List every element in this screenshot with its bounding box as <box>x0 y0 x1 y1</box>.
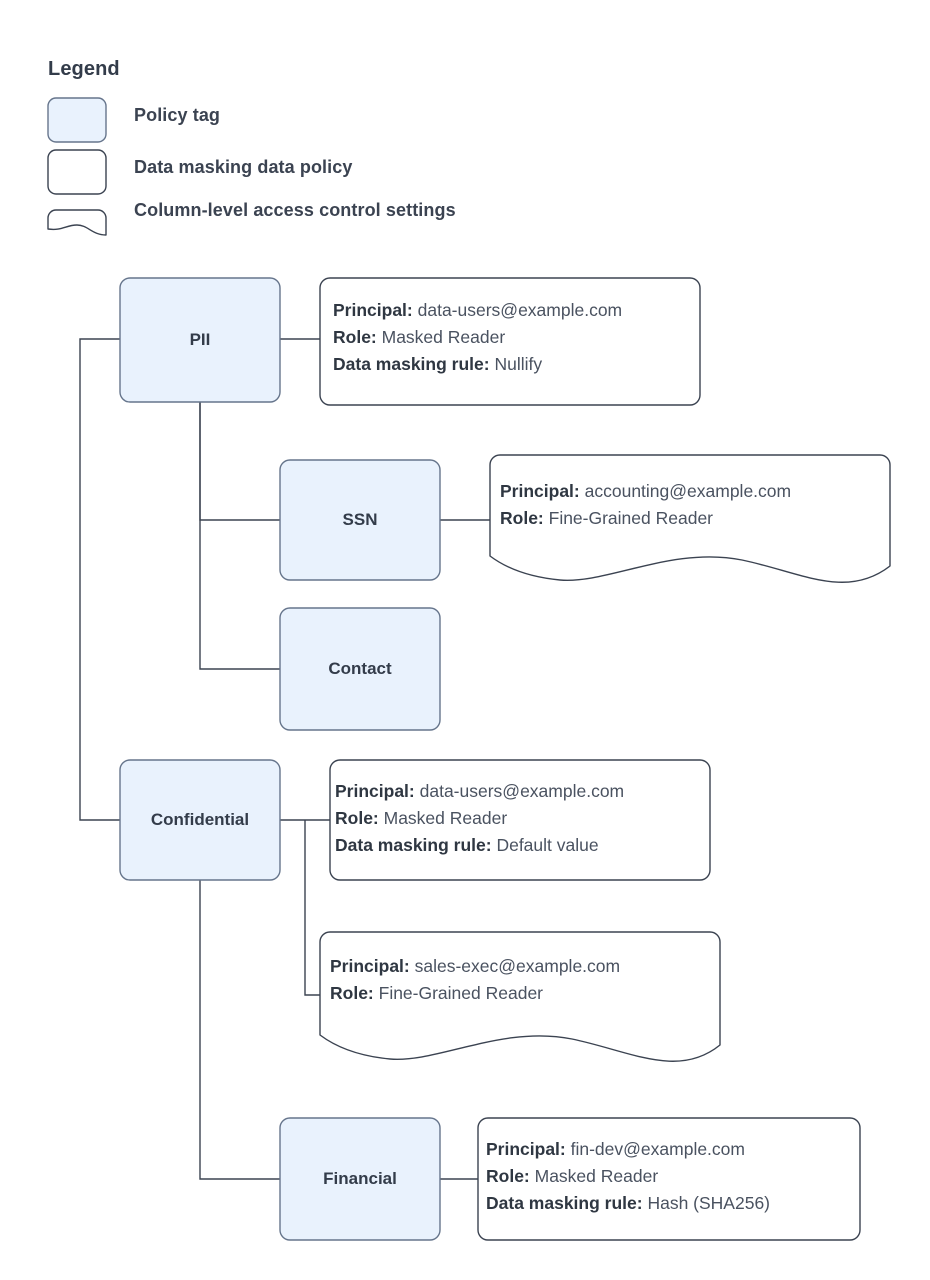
rule-label: Data masking rule: <box>333 354 490 374</box>
policy-line-principal: Principal: accounting@example.com <box>500 478 791 505</box>
policy-tag-swatch <box>47 97 107 143</box>
principal-value: accounting@example.com <box>584 481 792 501</box>
legend-label-column-access-settings: Column-level access control settings <box>134 200 456 220</box>
policy-line-role: Role: Masked Reader <box>335 805 624 832</box>
node-financial[interactable] <box>279 1117 441 1241</box>
node-ssn[interactable] <box>279 459 441 581</box>
principal-value: fin-dev@example.com <box>570 1139 745 1159</box>
role-label: Role: <box>333 327 377 347</box>
policy-text-pii: Principal: data-users@example.com Role: … <box>333 297 622 378</box>
policy-box-financial[interactable] <box>477 1117 861 1241</box>
role-value: Fine-Grained Reader <box>378 983 544 1003</box>
connector-root-to-pii <box>79 338 120 821</box>
role-value: Masked Reader <box>383 808 508 828</box>
role-label: Role: <box>486 1166 530 1186</box>
rule-value: Default value <box>496 835 599 855</box>
role-label: Role: <box>330 983 374 1003</box>
access-box-ssn[interactable] <box>489 454 891 583</box>
connector-pii-to-ssn <box>199 402 280 521</box>
policy-text-financial: Principal: fin-dev@example.com Role: Mas… <box>486 1136 770 1217</box>
principal-label: Principal: <box>335 781 415 801</box>
node-contact[interactable] <box>279 607 441 731</box>
role-label: Role: <box>500 508 544 528</box>
rule-label: Data masking rule: <box>486 1193 643 1213</box>
policy-line-principal: Principal: sales-exec@example.com <box>330 953 620 980</box>
policy-box-pii[interactable] <box>319 277 701 406</box>
role-label: Role: <box>335 808 379 828</box>
rule-label: Data masking rule: <box>335 835 492 855</box>
principal-label: Principal: <box>333 300 413 320</box>
data-masking-policy-swatch <box>47 149 107 195</box>
policy-line-role: Role: Fine-Grained Reader <box>500 505 791 532</box>
policy-line-role: Role: Masked Reader <box>333 324 622 351</box>
policy-line-rule: Data masking rule: Nullify <box>333 351 622 378</box>
principal-label: Principal: <box>330 956 410 976</box>
legend-title: Legend <box>48 58 120 80</box>
principal-value: data-users@example.com <box>419 781 625 801</box>
node-pii[interactable] <box>119 277 281 403</box>
role-value: Masked Reader <box>534 1166 659 1186</box>
role-value: Masked Reader <box>381 327 506 347</box>
connector-confidential-to-access <box>304 820 320 996</box>
policy-line-principal: Principal: data-users@example.com <box>335 778 624 805</box>
legend-label-policy-tag: Policy tag <box>134 105 221 125</box>
principal-label: Principal: <box>500 481 580 501</box>
policy-line-rule: Data masking rule: Hash (SHA256) <box>486 1190 770 1217</box>
legend-label-data-masking-policy: Data masking data policy <box>134 157 353 177</box>
policy-line-role: Role: Masked Reader <box>486 1163 770 1190</box>
policy-line-principal: Principal: data-users@example.com <box>333 297 622 324</box>
connector-pii-to-contact <box>199 402 280 670</box>
connector-confidential-to-financial <box>199 880 280 1180</box>
role-value: Fine-Grained Reader <box>548 508 714 528</box>
column-access-settings-swatch-outline <box>47 209 107 236</box>
principal-label: Principal: <box>486 1139 566 1159</box>
access-box-confidential[interactable] <box>319 931 721 1062</box>
policy-line-principal: Principal: fin-dev@example.com <box>486 1136 770 1163</box>
principal-value: sales-exec@example.com <box>414 956 621 976</box>
policy-line-role: Role: Fine-Grained Reader <box>330 980 620 1007</box>
principal-value: data-users@example.com <box>417 300 623 320</box>
access-text-confidential: Principal: sales-exec@example.com Role: … <box>330 953 620 1007</box>
node-confidential[interactable] <box>119 759 281 881</box>
policy-line-rule: Data masking rule: Default value <box>335 832 624 859</box>
access-text-ssn: Principal: accounting@example.com Role: … <box>500 478 791 532</box>
policy-box-confidential[interactable] <box>329 759 711 881</box>
policy-text-confidential: Principal: data-users@example.com Role: … <box>335 778 624 859</box>
rule-value: Hash (SHA256) <box>647 1193 771 1213</box>
rule-value: Nullify <box>494 354 543 374</box>
